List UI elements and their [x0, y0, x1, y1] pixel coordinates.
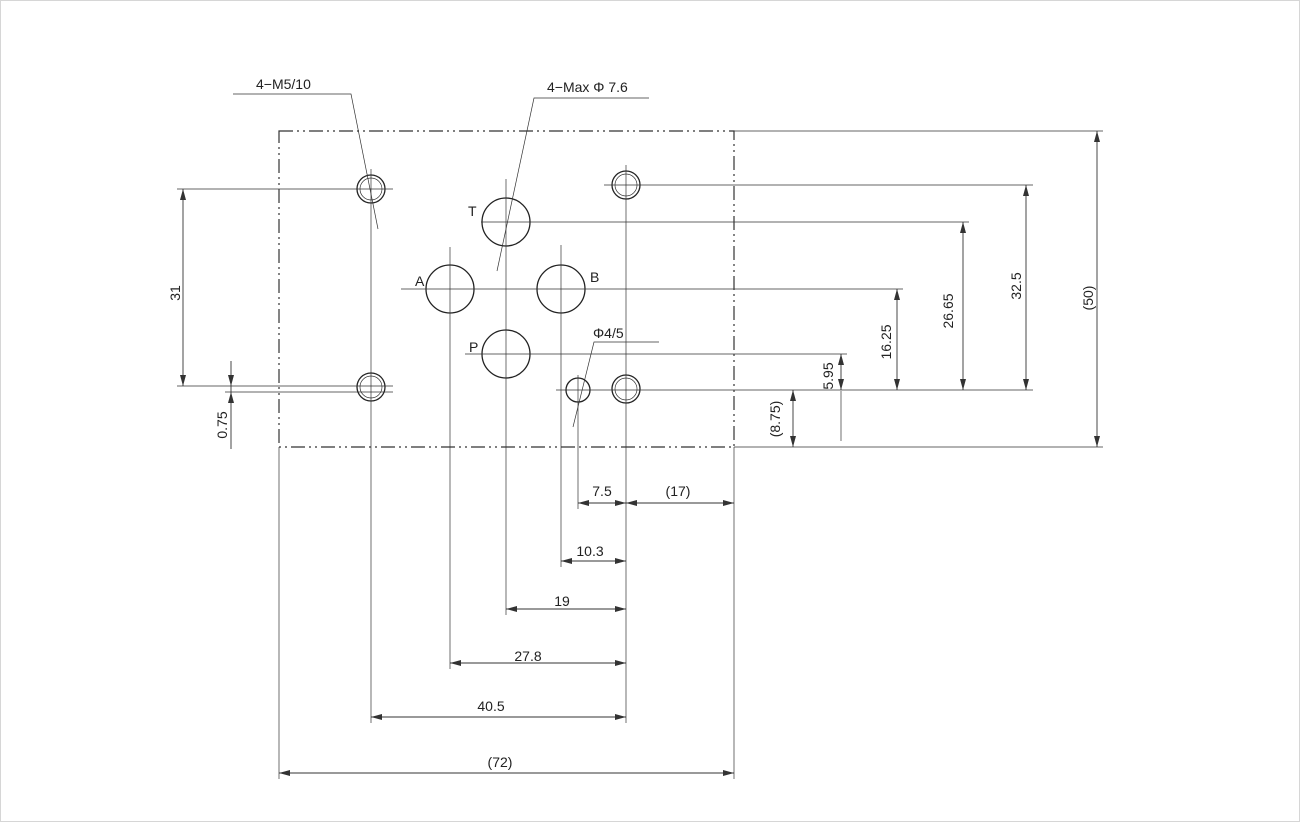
dim-0-75-label: 0.75 — [214, 411, 230, 438]
extension-lines — [177, 130, 1103, 779]
dim-31-label: 31 — [167, 285, 183, 301]
horizontal-dimensions — [279, 500, 734, 776]
dim-17-label: (17) — [666, 483, 691, 499]
port-a-label: A — [415, 273, 425, 289]
port-b-label: B — [590, 269, 599, 285]
port-p-label: P — [469, 339, 478, 355]
vertical-dimensions — [180, 131, 1100, 449]
dim-19-label: 19 — [554, 593, 570, 609]
dim-10-3-label: 10.3 — [576, 543, 603, 559]
dim-7-5-label: 7.5 — [592, 483, 612, 499]
dim-40-5-label: 40.5 — [477, 698, 504, 714]
port-t-label: T — [468, 203, 477, 219]
dim-72-label: (72) — [488, 754, 513, 770]
dim-5-95-label: 5.95 — [820, 362, 836, 389]
max-port-callout-label: 4−Max Φ 7.6 — [547, 79, 628, 95]
dim-8-75-label: (8.75) — [767, 401, 783, 438]
dim-32-5-label: 32.5 — [1008, 272, 1024, 299]
dim-16-25-label: 16.25 — [878, 324, 894, 359]
dim-27-8-label: 27.8 — [514, 648, 541, 664]
pin-callout-label: Φ4/5 — [593, 325, 624, 341]
callout-leaders — [233, 93, 659, 428]
dim-50-label: (50) — [1080, 286, 1096, 311]
dim-26-65-label: 26.65 — [940, 293, 956, 328]
thread-callout-label: 4−M5/10 — [256, 76, 311, 92]
